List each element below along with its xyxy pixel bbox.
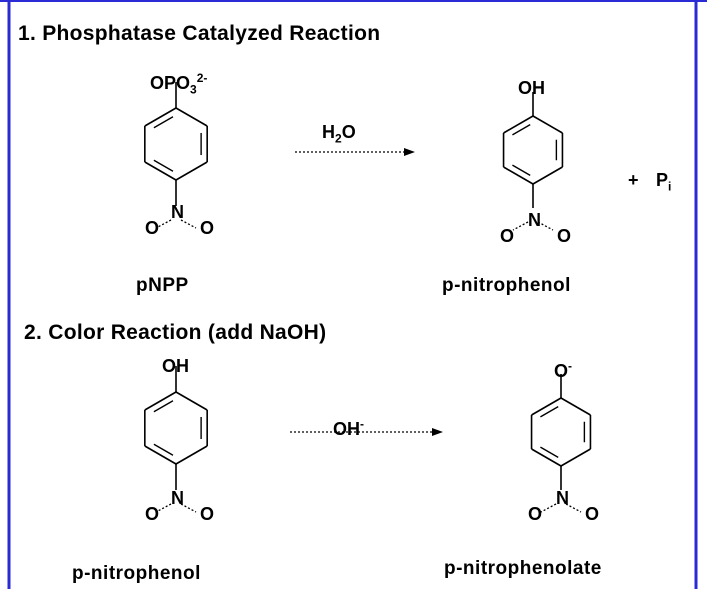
ring-pnpp-double-bond-2 bbox=[153, 116, 174, 129]
molecule-name-nitrophenol-2: p-nitrophenol bbox=[72, 563, 201, 584]
ring-nitrophenolate-n-o-right-bond bbox=[565, 503, 582, 513]
ring-nitrophenolate-bond-0 bbox=[560, 397, 591, 416]
nitro-o-left-label-3: O bbox=[145, 504, 160, 524]
ring-pnpp-n-o-left-bond bbox=[155, 219, 172, 229]
ring-nitrophenol-2-n-o-left-bond bbox=[155, 503, 172, 513]
molecule-name-nitrophenol-1: p-nitrophenol bbox=[442, 275, 571, 296]
hydroxyl-label-1: OH bbox=[518, 78, 545, 98]
ring-nitrophenol-1-double-bond-2 bbox=[512, 124, 531, 136]
ring-nitrophenol-1-bond-2 bbox=[532, 166, 563, 185]
inorganic-phosphate-label: Pi bbox=[656, 170, 672, 194]
benzene-rings bbox=[144, 82, 592, 513]
ring-nitrophenolate-double-bond-2 bbox=[540, 406, 559, 418]
nitro-o-left-label-4: O bbox=[528, 504, 543, 524]
nitro-o-right-label-2: O bbox=[557, 226, 572, 246]
nitro-o-left-label-1: O bbox=[145, 218, 160, 238]
nitro-n-label-2: N bbox=[528, 210, 541, 230]
ring-nitrophenol-1-bond-5 bbox=[503, 115, 534, 134]
nitro-n-label-3: N bbox=[171, 488, 184, 508]
ring-nitrophenol-2-n-o-right-bond bbox=[180, 503, 197, 513]
ring-nitrophenol-2-bond-5 bbox=[144, 391, 177, 411]
reaction-arrow-2 bbox=[290, 428, 443, 436]
ring-nitrophenol-2-bond-3 bbox=[144, 445, 177, 465]
ring-nitrophenol-2-double-bond-1 bbox=[153, 443, 174, 456]
ring-pnpp-double-bond-1 bbox=[153, 159, 174, 172]
section-1-title: 1. Phosphatase Catalyzed Reaction bbox=[18, 22, 381, 45]
nitro-o-right-label-3: O bbox=[200, 504, 215, 524]
section-2-title: 2. Color Reaction (add NaOH) bbox=[24, 321, 327, 344]
ring-pnpp-bond-3 bbox=[144, 161, 177, 181]
ring-nitrophenol-1-bond-3 bbox=[503, 166, 534, 185]
hydroxide-reagent-label: OH- bbox=[333, 417, 364, 439]
nitro-o-right-label-4: O bbox=[585, 504, 600, 524]
nitro-o-right-label-1: O bbox=[200, 218, 215, 238]
ring-nitrophenolate-bond-3 bbox=[531, 448, 562, 467]
ring-nitrophenolate-bond-2 bbox=[560, 448, 591, 467]
phosphate-group-label: OPO32- bbox=[150, 71, 208, 97]
ring-nitrophenolate-n-o-left-bond bbox=[540, 503, 557, 513]
ring-nitrophenol-1-double-bond-1 bbox=[512, 164, 531, 176]
ring-nitrophenol-1-bond-0 bbox=[532, 115, 563, 134]
nitro-n-label-4: N bbox=[556, 488, 569, 508]
ring-nitrophenol-2-bond-0 bbox=[175, 391, 208, 411]
ring-nitrophenolate-double-bond-1 bbox=[540, 446, 559, 458]
ring-nitrophenol-1-n-o-right-bond bbox=[537, 221, 554, 231]
molecule-name-pnpp: pNPP bbox=[136, 275, 189, 296]
ring-nitrophenolate-bond-5 bbox=[531, 397, 562, 416]
water-reagent-label: H2O bbox=[322, 122, 356, 146]
ring-pnpp-bond-0 bbox=[175, 107, 208, 127]
molecule-name-nitrophenolate: p-nitrophenolate bbox=[444, 558, 602, 579]
ring-nitrophenol-2-double-bond-2 bbox=[153, 400, 174, 413]
ring-pnpp-n-o-right-bond bbox=[180, 219, 197, 229]
plus-sign: + bbox=[628, 170, 639, 190]
phenolate-oxygen-label: O- bbox=[554, 359, 573, 381]
ring-nitrophenol-1-n-o-left-bond bbox=[512, 221, 529, 231]
ring-pnpp-bond-5 bbox=[144, 107, 177, 127]
reaction-arrow-1 bbox=[295, 148, 415, 156]
nitro-o-left-label-2: O bbox=[500, 226, 515, 246]
nitro-n-label-1: N bbox=[171, 202, 184, 222]
ring-nitrophenol-2-bond-2 bbox=[175, 445, 208, 465]
ring-pnpp-bond-2 bbox=[175, 161, 208, 181]
hydroxyl-label-2: OH bbox=[162, 356, 189, 376]
